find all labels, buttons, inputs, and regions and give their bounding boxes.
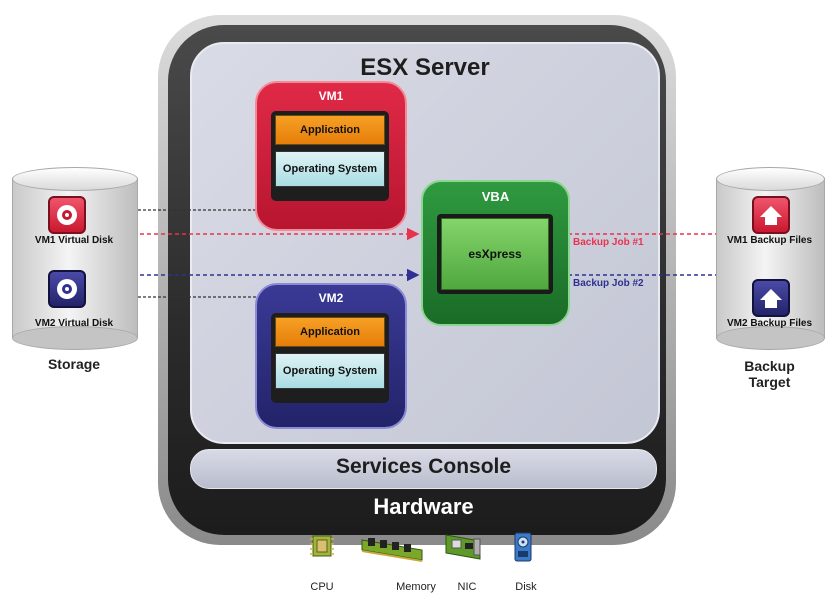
hard-disk-icon (48, 196, 86, 234)
storage-cylinder-bottom (12, 326, 138, 350)
backup-target-cylinder-top (716, 167, 825, 191)
vm1-virtual-disk-label: VM1 Virtual Disk (34, 235, 114, 246)
cpu-icon (310, 535, 334, 557)
backup-job-1-label: Backup Job #1 (573, 237, 644, 248)
backup-target-label-line1: Backup (744, 358, 795, 374)
hardware-cpu-label: CPU (310, 581, 334, 593)
vm2-operating-system: Operating System (275, 353, 385, 389)
memory-icon (361, 538, 423, 562)
backup-job-2-label: Backup Job #2 (573, 278, 644, 289)
vm1-box: VM1 Application Operating System (255, 81, 407, 231)
disk-icon (514, 532, 532, 562)
hardware-nic-label: NIC (457, 581, 477, 593)
vba-label: VBA (481, 189, 510, 204)
hardware-memory-label: Memory (396, 581, 436, 593)
hardware-disk-label: Disk (515, 581, 537, 593)
storage-cylinder-top (12, 167, 138, 191)
services-console-label: Services Console (335, 455, 512, 478)
vm2-box: VM2 Application Operating System (255, 283, 407, 429)
vba-stack: esXpress (437, 214, 553, 294)
vm1-stack: Application Operating System (271, 111, 389, 201)
vm2-backup-files-label: VM2 Backup Files (726, 318, 813, 329)
vm2-application: Application (275, 317, 385, 347)
vm1-label: VM1 (318, 89, 344, 103)
nic-icon (445, 534, 481, 560)
vm1-operating-system: Operating System (275, 151, 385, 187)
services-console (190, 449, 657, 489)
esxpress-app: esXpress (441, 218, 549, 290)
backup-target-label-line2: Target (748, 374, 791, 390)
vm2-virtual-disk-label: VM2 Virtual Disk (34, 318, 114, 329)
hardware-label: Hardware (373, 494, 474, 519)
esx-server-title: ESX Server (360, 54, 490, 81)
storage-label: Storage (47, 356, 101, 372)
vm2-label: VM2 (318, 291, 344, 305)
vba-box: VBA esXpress (421, 180, 570, 326)
backup-file-icon (752, 279, 790, 317)
vm1-backup-files-label: VM1 Backup Files (726, 235, 813, 246)
backup-file-icon (752, 196, 790, 234)
vm2-stack: Application Operating System (271, 313, 389, 403)
hard-disk-icon (48, 270, 86, 308)
backup-target-cylinder-bottom (716, 326, 825, 350)
vm1-application: Application (275, 115, 385, 145)
